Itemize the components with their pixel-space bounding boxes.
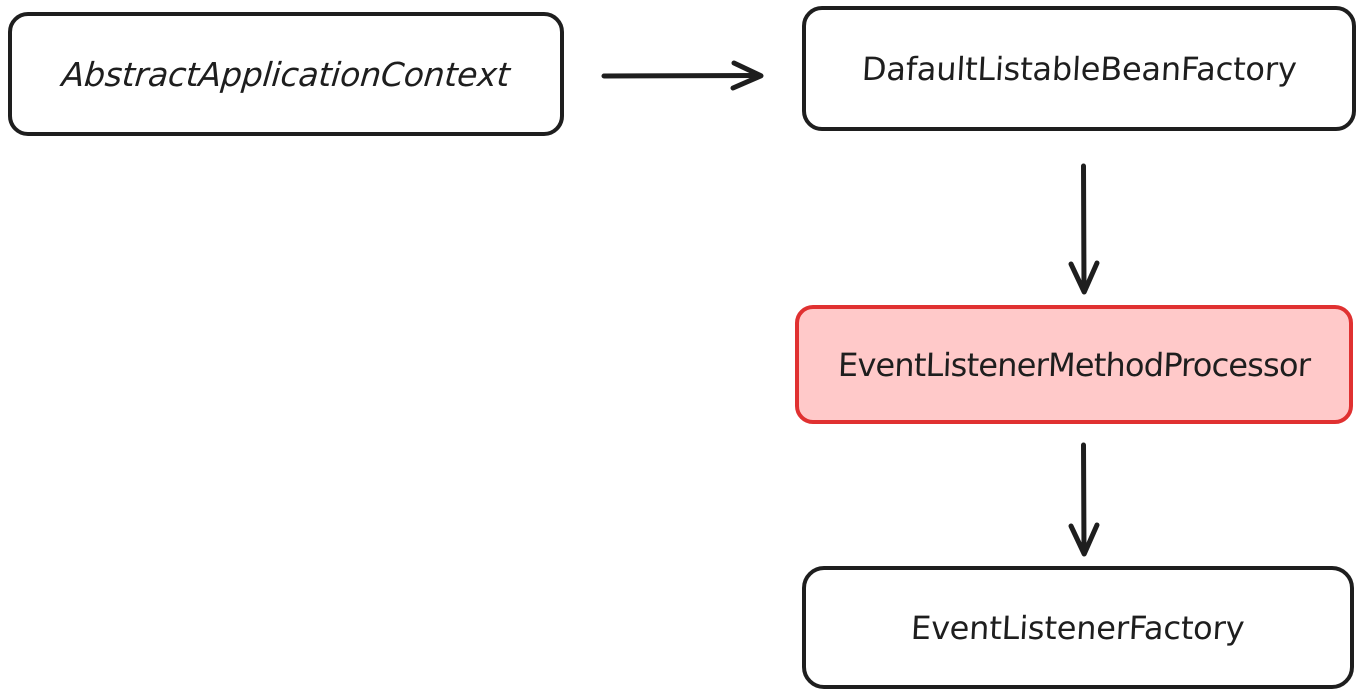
node-abstract-application-context[interactable]: AbstractApplicationContext bbox=[8, 12, 564, 136]
node-label: EventListenerMethodProcessor bbox=[837, 345, 1311, 384]
node-event-listener-factory[interactable]: EventListenerFactory bbox=[802, 566, 1354, 689]
node-default-listable-bean-factory[interactable]: DafaultListableBeanFactory bbox=[802, 6, 1356, 131]
node-event-listener-method-processor[interactable]: EventListenerMethodProcessor bbox=[795, 305, 1353, 424]
arrow-factory-to-processor bbox=[1068, 163, 1100, 295]
node-label: EventListenerFactory bbox=[910, 608, 1246, 647]
arrow-processor-to-listener-factory bbox=[1068, 442, 1100, 557]
arrow-context-to-factory bbox=[601, 60, 764, 91]
node-label: DafaultListableBeanFactory bbox=[860, 49, 1298, 88]
node-label: AbstractApplicationContext bbox=[60, 54, 512, 94]
